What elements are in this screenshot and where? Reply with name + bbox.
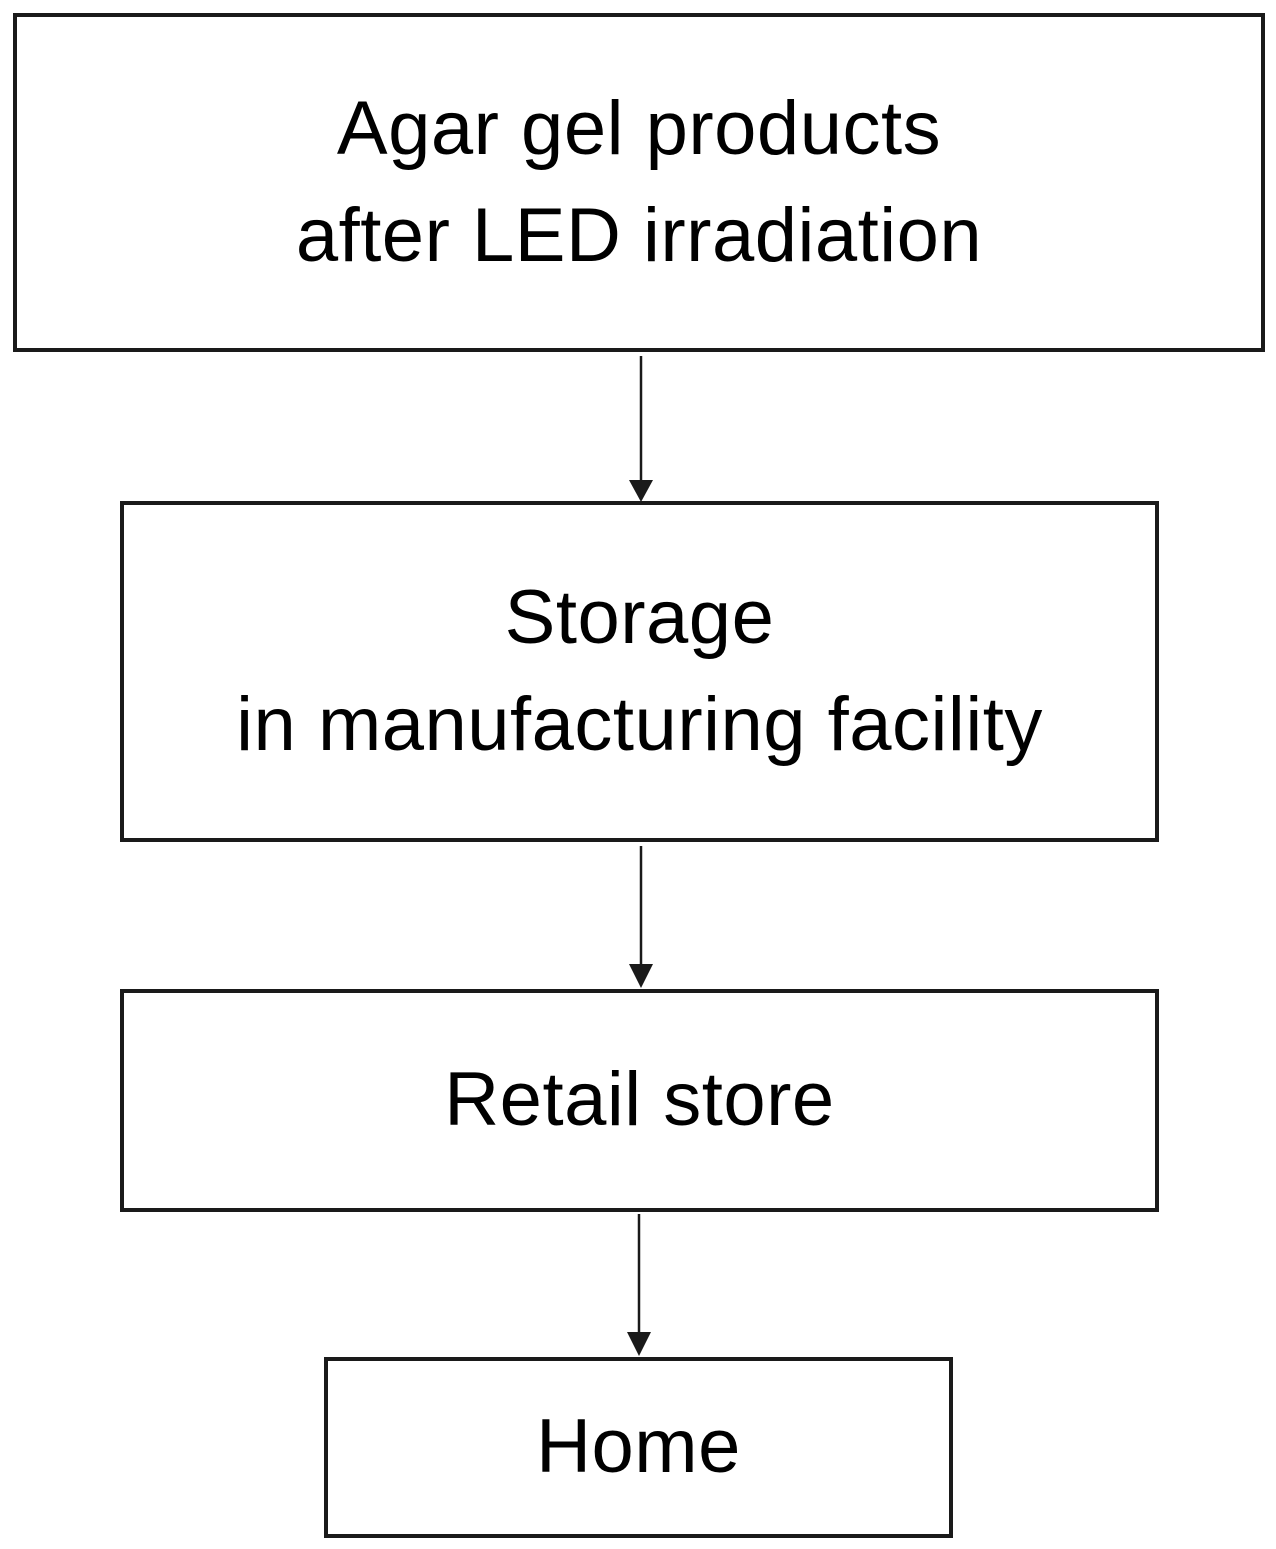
node-storage: Storage in manufacturing facility: [120, 501, 1159, 842]
node-home-line-1: Home: [536, 1404, 741, 1490]
node-home: Home: [324, 1357, 953, 1538]
node-agar-gel-products-line-2: after LED irradiation: [295, 192, 983, 278]
node-storage-line-1: Storage: [504, 575, 775, 661]
node-agar-gel-products: Agar gel products after LED irradiation: [13, 13, 1265, 352]
arrow-retail-to-home: [627, 1214, 651, 1356]
node-agar-gel-products-line-1: Agar gel products: [336, 86, 942, 172]
node-retail-store-line-1: Retail store: [444, 1057, 835, 1143]
node-storage-line-2: in manufacturing facility: [236, 681, 1043, 767]
arrow-storage-to-retail: [629, 846, 653, 988]
arrow-agar-to-storage: [629, 356, 653, 502]
node-retail-store: Retail store: [120, 989, 1159, 1212]
